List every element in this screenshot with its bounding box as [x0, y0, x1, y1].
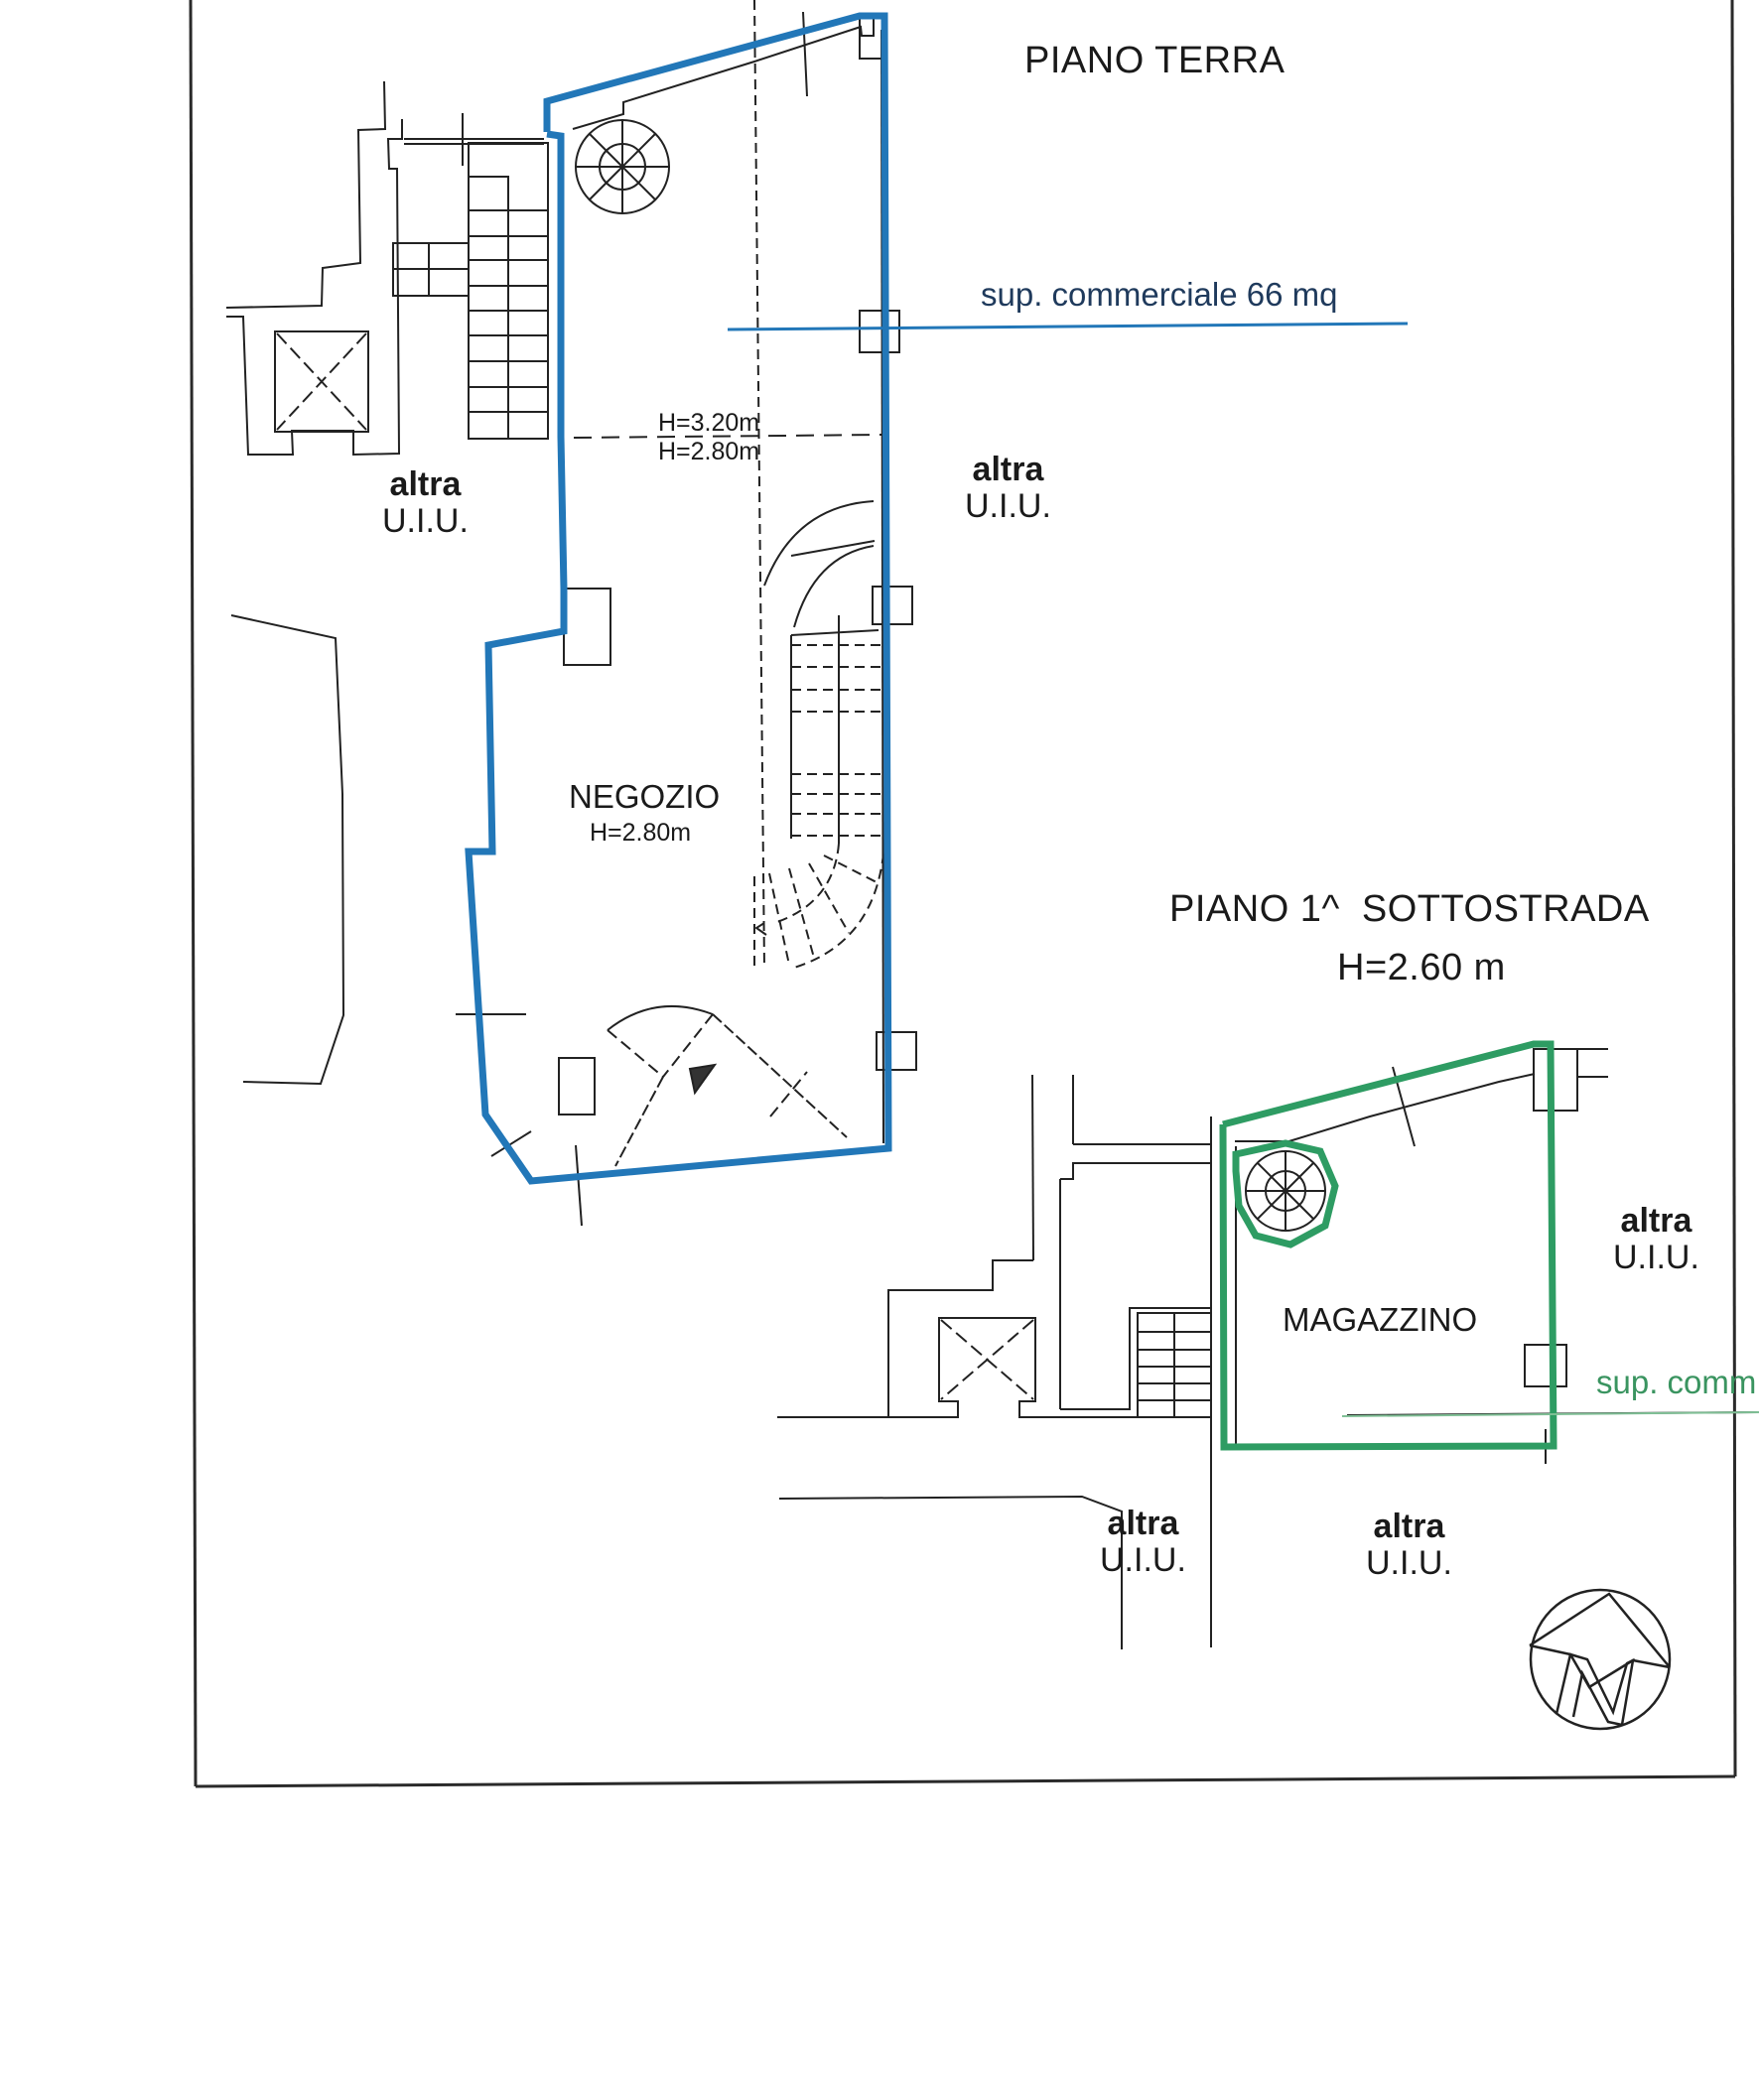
spiral-stair-ground: [575, 119, 670, 214]
neighbor-line1: altra: [1373, 1508, 1445, 1545]
basement-area-label: sup. comm: [1596, 1364, 1757, 1400]
neighbor-line1: altra: [1620, 1202, 1692, 1240]
basement-neighbor-bottom-left: altra U.I.U.: [1100, 1505, 1186, 1580]
neighbor-line2: U.I.U.: [1366, 1544, 1452, 1583]
north-arrow-icon: [1529, 1588, 1672, 1731]
neighbor-line1: altra: [1107, 1505, 1179, 1542]
basement-context: [777, 1048, 1759, 1649]
ground-floor-title: PIANO TERRA: [1024, 40, 1285, 81]
ground-floor-area-label: sup. commerciale 66 mq: [981, 276, 1338, 313]
sheet-border: [189, 0, 1737, 1788]
neighbor-line1: altra: [972, 451, 1044, 488]
ground-floor-outline: [465, 12, 892, 1185]
neighbor-line2: U.I.U.: [1613, 1239, 1699, 1277]
room-height-negozio: H=2.80m: [590, 819, 692, 847]
neighbor-line2: U.I.U.: [382, 502, 469, 541]
split-height-lower: H=2.80m: [658, 438, 760, 465]
basement-neighbor-right: altra U.I.U.: [1613, 1202, 1699, 1277]
ground-neighbor-right: altra U.I.U.: [965, 451, 1051, 526]
neighbor-line2: U.I.U.: [965, 487, 1051, 526]
room-name-magazzino: MAGAZZINO: [1283, 1301, 1478, 1338]
area-leader-line-blue: [727, 322, 1409, 331]
basement-title: PIANO 1^ SOTTOSTRADA: [1169, 888, 1650, 930]
ground-floor-context: [225, 80, 549, 1086]
basement-outline: [1219, 1040, 1557, 1451]
ground-neighbor-left: altra U.I.U.: [382, 465, 469, 541]
neighbor-line1: altra: [389, 465, 462, 503]
ground-floor-interior: [456, 0, 917, 1227]
area-leader-line-green: [1341, 1411, 1759, 1417]
basement-height: H=2.60 m: [1337, 947, 1506, 988]
split-height-upper: H=3.20m: [658, 409, 760, 437]
neighbor-line2: U.I.U.: [1100, 1541, 1186, 1580]
curved-stair: [753, 0, 884, 969]
room-name-negozio: NEGOZIO: [569, 778, 721, 815]
basement-neighbor-bottom-right: altra U.I.U.: [1366, 1508, 1452, 1583]
spiral-stair-basement: [1245, 1150, 1326, 1232]
